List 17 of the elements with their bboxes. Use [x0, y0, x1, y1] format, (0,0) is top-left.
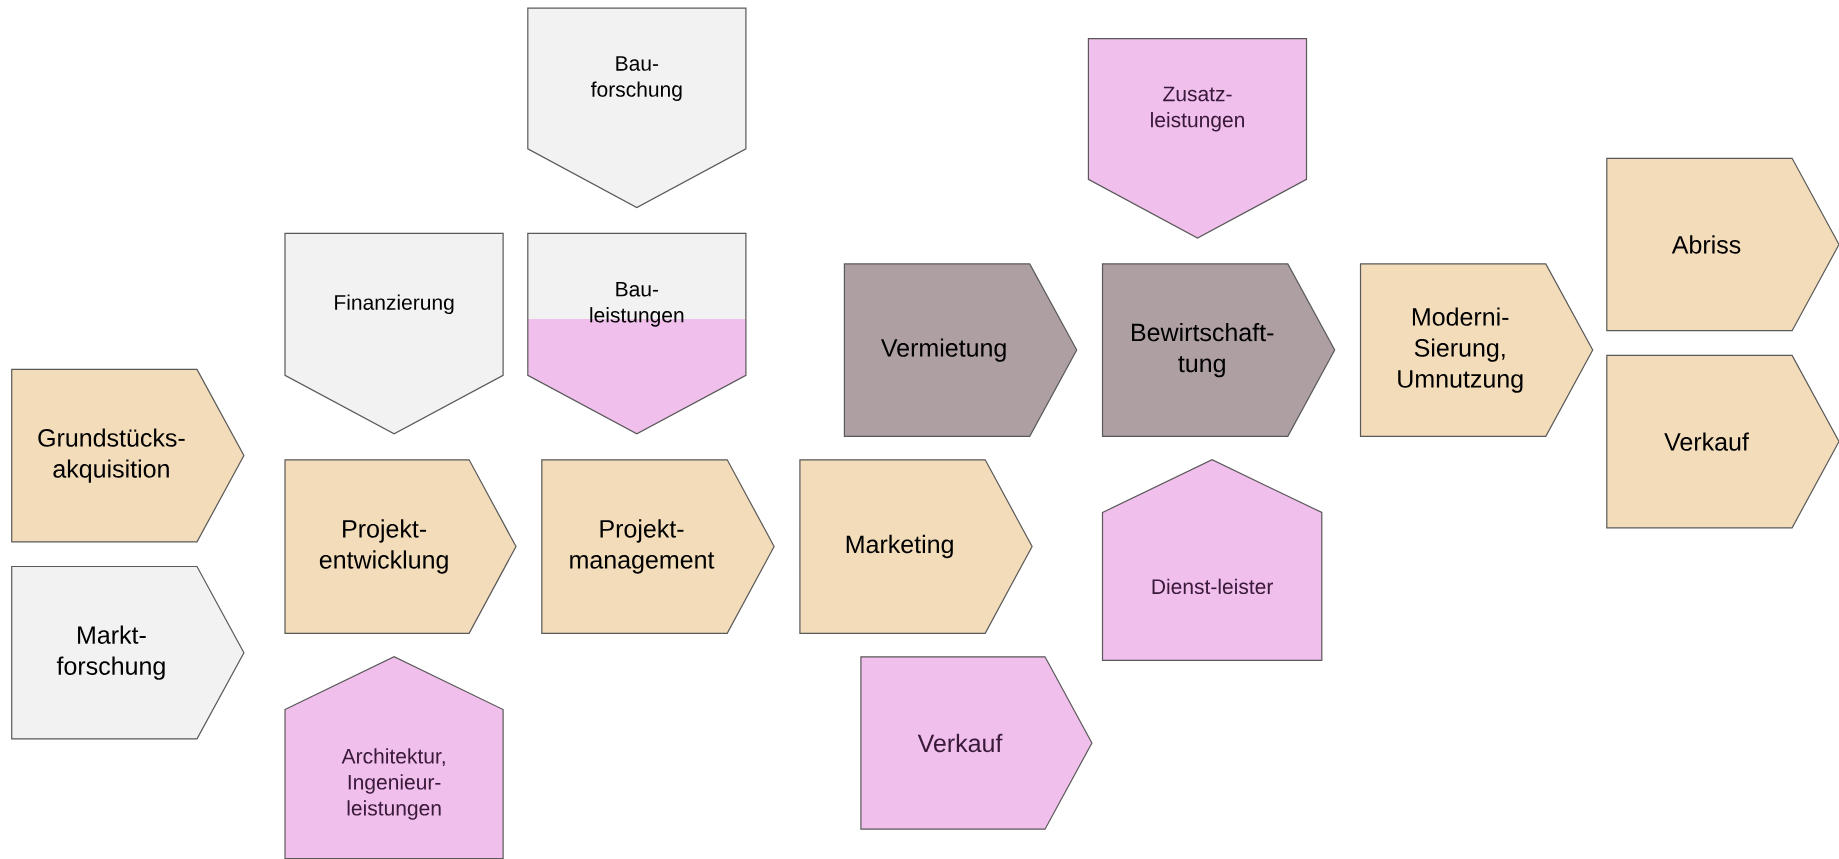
up-pentagon-box: Dienst-leister — [1101, 459, 1323, 661]
up-pentagon-box: Architektur, Ingenieur- leistungen — [284, 656, 504, 859]
chevron-box: Vermietung — [843, 263, 1078, 437]
chevron-box: Moderni- Sierung, Umnutzung — [1359, 263, 1594, 437]
down-pentagon-box: Zusatz- leistungen — [1087, 38, 1308, 239]
down-pentagon-box: Finanzierung — [284, 232, 504, 435]
down-pentagon-box: Bau- leistungen — [527, 232, 747, 435]
chevron-box: Bewirtschaft- tung — [1101, 263, 1336, 437]
down-pentagon-box: Bau- forschung — [527, 7, 747, 209]
chevron-box: Verkauf — [1606, 354, 1839, 529]
chevron-box: Projekt- management — [541, 459, 775, 634]
chevron-box: Markt- forschung — [11, 565, 245, 740]
chevron-box: Abriss — [1606, 157, 1839, 332]
chevron-box: Projekt- entwicklung — [284, 459, 517, 634]
chevron-box: Grundstücks- akquisition — [11, 368, 245, 543]
chevron-box: Marketing — [799, 459, 1033, 634]
chevron-box: Verkauf — [860, 656, 1093, 830]
